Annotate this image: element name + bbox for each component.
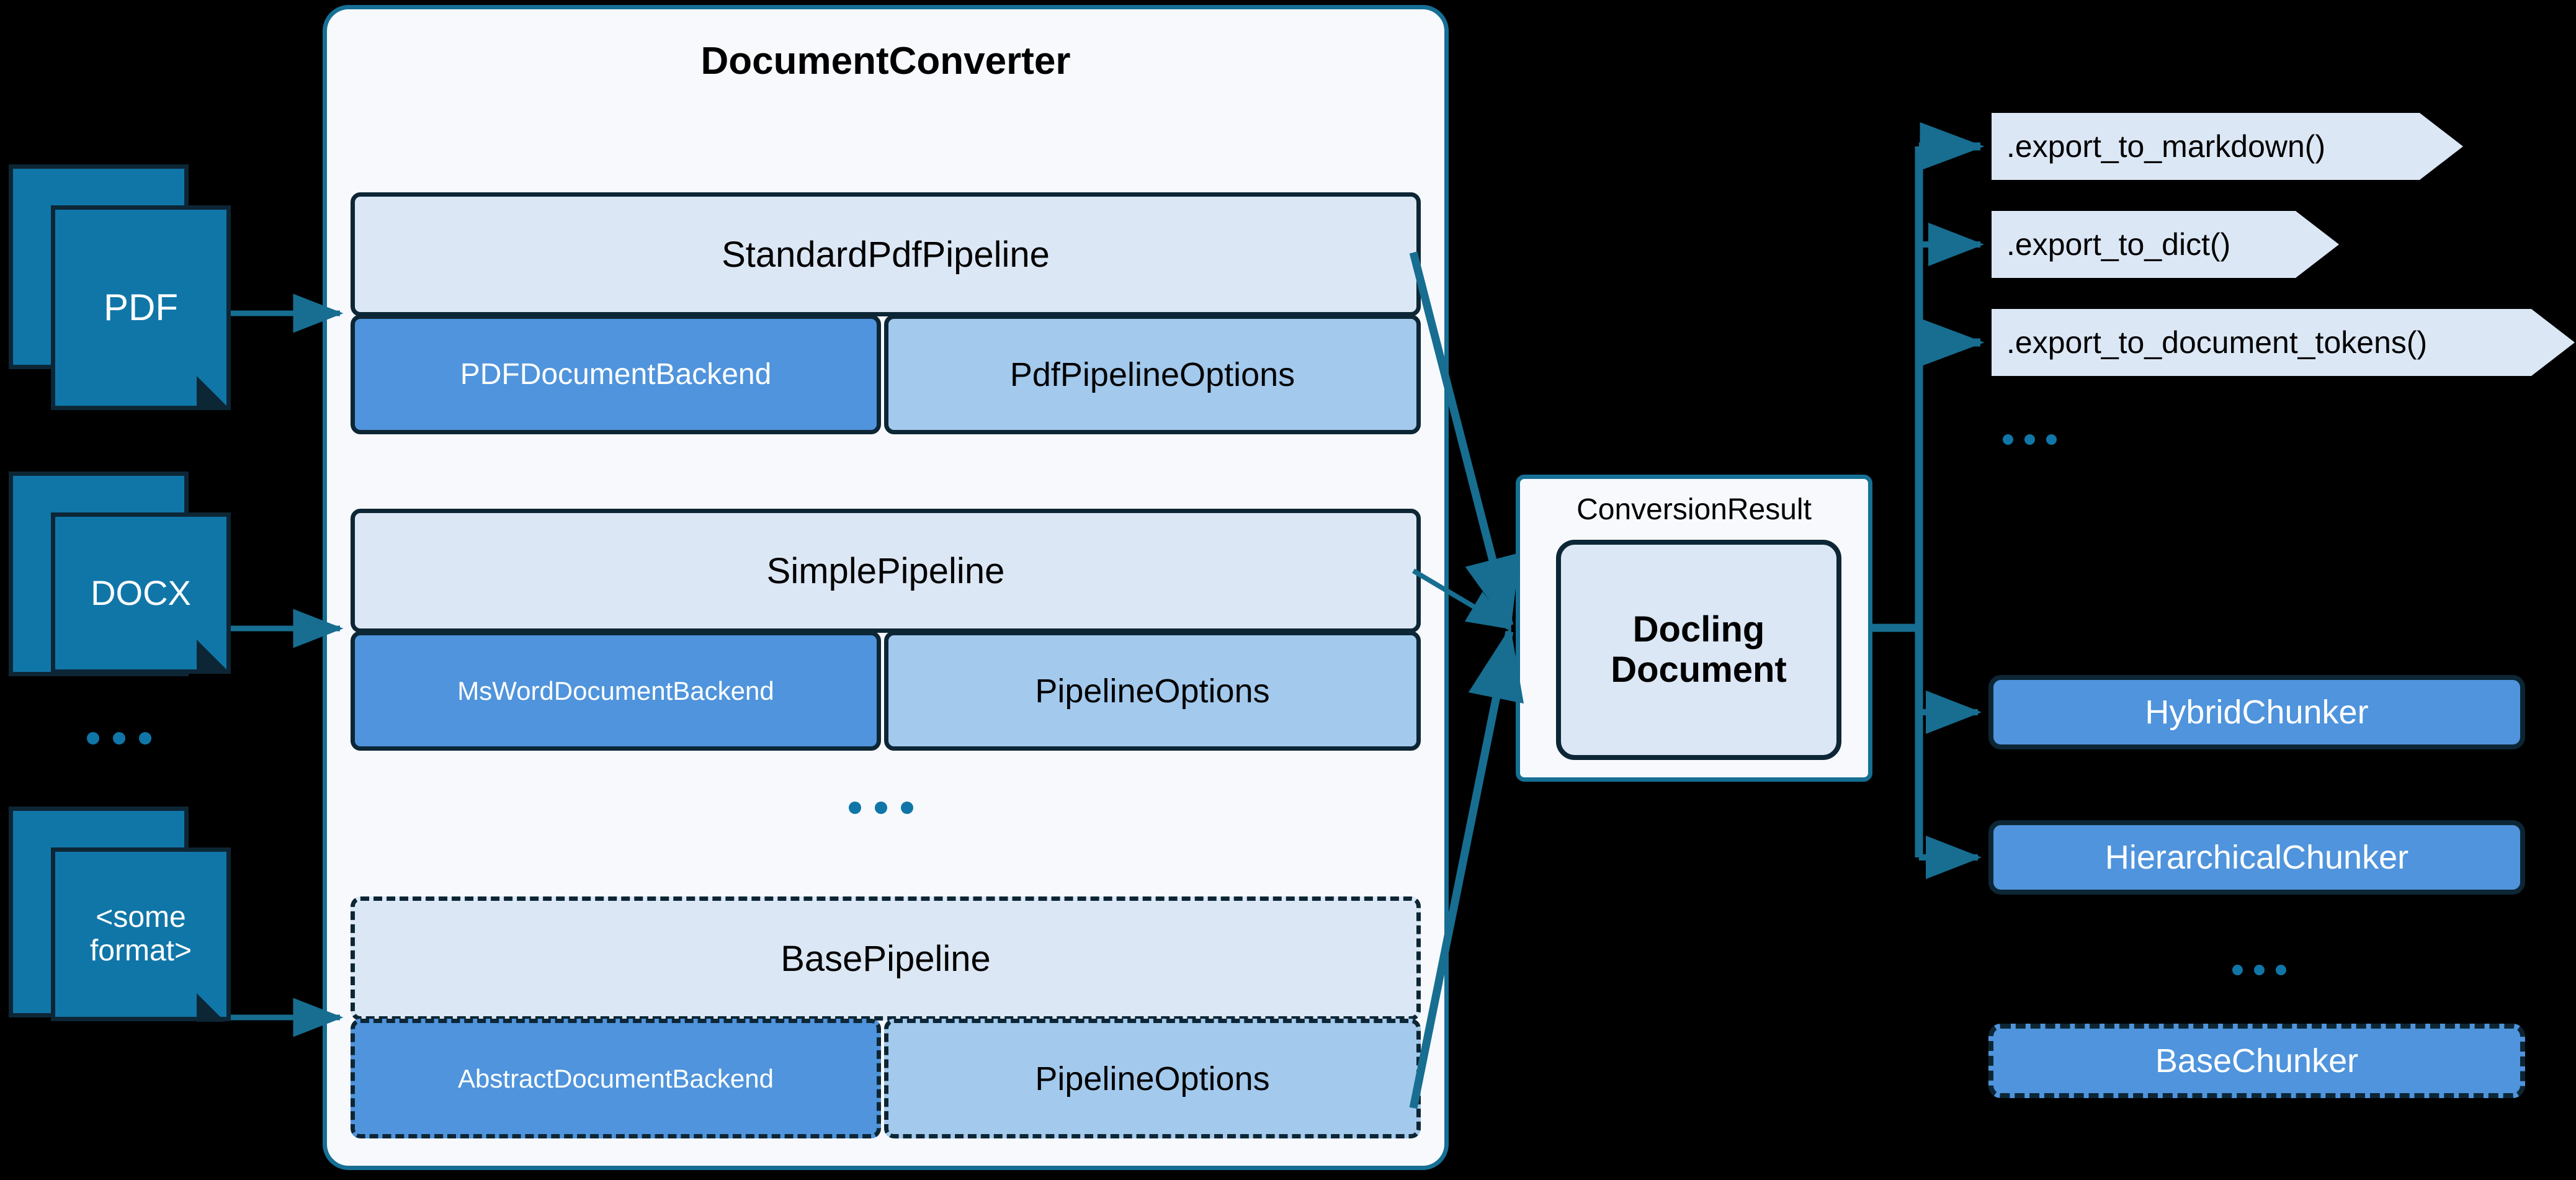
page-title: DocumentConverter [700, 40, 1071, 83]
chunker-ellipsis [2232, 965, 2286, 975]
pipeline-options-box[interactable]: PdfPipelineOptions [884, 315, 1421, 434]
pipeline-backend-box[interactable]: PDFDocumentBackend [351, 315, 881, 434]
export-to-dict-chevron[interactable]: .export_to_dict() [1992, 211, 2339, 278]
export-to-document-tokens-chevron[interactable]: .export_to_document_tokens() [1992, 309, 2575, 376]
pipeline-options-label: PdfPipelineOptions [1009, 355, 1295, 393]
pipeline-header-label: BasePipeline [780, 938, 991, 979]
chevron-shape [1992, 211, 2339, 278]
chevron-shape [1992, 309, 2575, 376]
pipeline-header[interactable]: StandardPdfPipeline [351, 192, 1421, 316]
pipeline-backend-label: AbstractDocumentBackend [458, 1063, 774, 1093]
chevron-shape [1992, 113, 2463, 180]
input-label-pdf: PDF [104, 287, 178, 329]
input-doc-some-format: <some format> [9, 807, 232, 1067]
doc-front-sheet: PDF [51, 205, 231, 410]
pipeline-options-label: PipelineOptions [1035, 1060, 1270, 1097]
chunker-label: HybridChunker [2145, 694, 2369, 731]
input-label-some-format: <some format> [89, 901, 192, 967]
hybrid-chunker-box[interactable]: HybridChunker [1988, 675, 2525, 749]
chunker-label: HierarchicalChunker [2104, 839, 2409, 876]
chunker-label: BaseChunker [2155, 1042, 2359, 1079]
export-label: .export_to_document_tokens() [2006, 325, 2428, 360]
pipeline-options-label: PipelineOptions [1035, 672, 1270, 710]
conversion-result-panel: ConversionResult Docling Document [1516, 475, 1872, 782]
pipeline-header-label: StandardPdfPipeline [722, 234, 1050, 275]
doc-fold-corner [197, 640, 226, 669]
pipeline-backend-label: MsWordDocumentBackend [457, 676, 774, 705]
input-label-docx: DOCX [91, 573, 191, 612]
pipeline-header[interactable]: BasePipeline [351, 896, 1421, 1021]
export-label: .export_to_markdown() [2006, 129, 2326, 164]
input-doc-docx: DOCX [9, 285, 232, 676]
docling-document-box[interactable]: Docling Document [1556, 540, 1841, 760]
pipeline-backend-box[interactable]: AbstractDocumentBackend [351, 1019, 881, 1138]
pipeline-options-box[interactable]: PipelineOptions [884, 1019, 1421, 1138]
export-label: .export_to_dict() [2006, 227, 2231, 262]
pipeline-base-pipeline: BasePipeline AbstractDocumentBackend Pip… [351, 896, 1421, 1138]
export-ellipsis [2003, 434, 2057, 445]
base-chunker-box[interactable]: BaseChunker [1988, 1024, 2525, 1098]
doc-fold-corner [197, 376, 226, 406]
converter-ellipsis [849, 802, 913, 814]
pipeline-backend-box[interactable]: MsWordDocumentBackend [351, 631, 881, 751]
docling-document-label: Docling Document [1611, 609, 1787, 690]
pipeline-options-box[interactable]: PipelineOptions [884, 631, 1421, 751]
input-ellipsis [87, 732, 151, 744]
doc-fold-corner [197, 993, 225, 1022]
pipeline-simple-pipeline: SimplePipeline MsWordDocumentBackend Pip… [351, 509, 1421, 751]
pipeline-backend-label: PDFDocumentBackend [460, 358, 772, 391]
hierarchical-chunker-box[interactable]: HierarchicalChunker [1988, 820, 2525, 895]
input-doc-pdf: PDF [9, 164, 232, 413]
conversion-result-label: ConversionResult [1576, 493, 1812, 526]
export-to-markdown-chevron[interactable]: .export_to_markdown() [1992, 113, 2463, 180]
doc-front-sheet: <some format> [51, 847, 231, 1021]
pipeline-standard-pdf-pipeline: StandardPdfPipeline PDFDocumentBackend P… [351, 192, 1421, 434]
pipeline-header[interactable]: SimplePipeline [351, 509, 1421, 633]
pipeline-header-label: SimplePipeline [766, 550, 1005, 591]
